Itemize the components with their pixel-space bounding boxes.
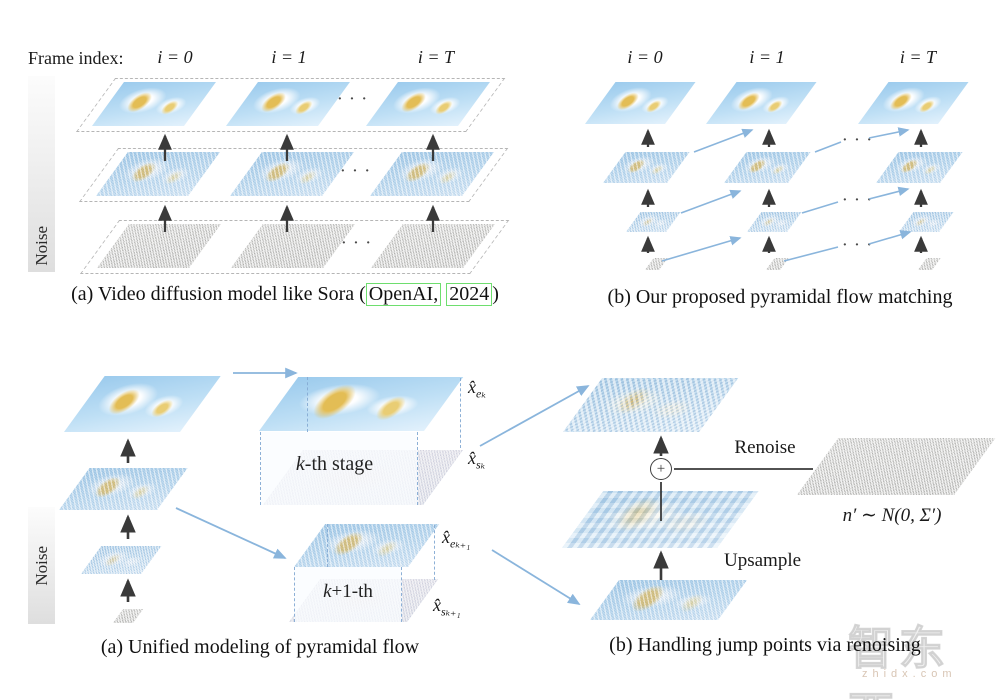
renoised-frame [563,378,739,432]
circled-plus-icon: + [650,458,672,480]
label-x-sk: x̂sₖ [468,448,486,472]
stage-k1-var: k [323,581,332,602]
pyramid-frame-l3 [626,212,681,232]
low-res-frame [590,580,748,620]
stage-k1-rest: +1-th [331,581,373,602]
ellipsis: · · · [341,236,373,251]
noise-label: Noise [31,226,51,266]
caption-text: ) [492,283,499,305]
frame-label-i0: i = 0 [157,47,193,67]
ellipsis: · · · [842,193,874,208]
frame-label-iT: i = T [417,47,455,67]
watermark-url: zhidx.com [862,668,957,680]
noise-gradient-bar: Noise [28,507,55,624]
pyramid-frame-l4 [766,258,789,270]
upsampled-frame [562,491,759,548]
label-x-ek1: x̂eₖ₊₁ [442,527,471,551]
ellipsis: · · · [337,92,369,107]
pyramid-stage-noise [113,609,144,623]
frame-label-i0: i = 0 [627,47,663,67]
stage-k-front-face [260,432,418,505]
pyramid-frame-l3 [747,212,802,232]
label-x-ek: x̂eₖ [468,377,486,401]
ellipsis: · · · [842,133,874,148]
pyramid-frame-l1 [706,82,817,124]
noise-distribution-formula: n′ ∼ N(0, Σ′) [842,505,942,526]
caption-top-right: (b) Our proposed pyramidal flow matching [607,286,953,308]
box-edge-dashed [327,524,328,567]
frame-label-i1: i = 1 [271,47,307,67]
stage-k1-front-face [294,567,402,622]
label-x-sk1: x̂sₖ₊₁ [433,595,461,619]
renoise-label: Renoise [734,437,796,458]
noise-label: Noise [31,545,51,586]
ellipsis: · · · [340,164,372,179]
upsample-label: Upsample [724,550,802,571]
stage-k-rest: -th stage [304,453,374,475]
stage-k1-label: k+1-th [298,581,398,603]
caption-bottom-left: (a) Unified modeling of pyramidal flow [100,636,420,658]
caption-bottom-right: (b) Handling jump points via renoising [609,634,921,656]
pyramid-stage-noisier [81,546,162,574]
pyramid-stage-noisy [59,468,188,510]
stage-k-label: k-th stage [262,453,407,476]
pyramid-frame-l1 [585,82,696,124]
watermark-logo: 智东西 [848,621,950,700]
caption-text: (a) Video diffusion model like Sora ( [71,283,366,305]
frame-label-iT: i = T [899,47,937,67]
frame-label-i1: i = 1 [749,47,785,67]
pyramid-frame-l1 [858,82,969,124]
frame-index-label: Frame index: [28,48,124,68]
pyramid-stage-clear [64,376,221,432]
citation-link-author[interactable]: OpenAI, [365,283,442,306]
box-edge-dashed [460,378,461,448]
noise-gradient-bar: Noise [28,76,55,272]
box-edge-dashed [307,377,308,432]
pyramid-frame-l2 [724,152,811,183]
pyramid-frame-l2 [603,152,690,183]
stage-k1-end-face [294,524,440,567]
ellipsis: · · · [842,238,874,253]
stage-k-var: k [295,453,305,475]
pyramid-frame-l2 [876,152,963,183]
stage-k-end-face [259,377,464,431]
pyramid-frame-l4 [918,258,941,270]
pyramid-frame-l3 [899,212,954,232]
box-edge-dashed [434,525,435,580]
gaussian-noise-patch [797,438,996,495]
citation-link-year[interactable]: 2024 [446,283,493,306]
pyramid-frame-l4 [645,258,668,270]
caption-top-left: (a) Video diffusion model like Sora (Ope… [25,283,545,306]
denoise-arrows-top-right [641,128,928,253]
